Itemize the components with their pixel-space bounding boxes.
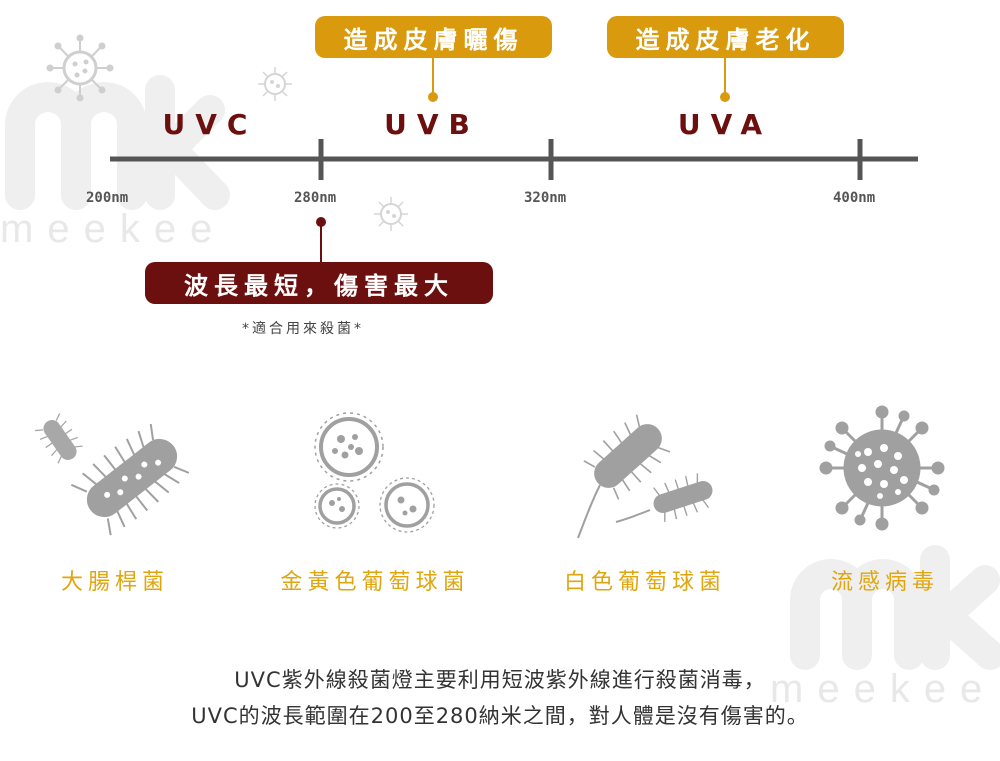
germ-label-staph-albus: 白色葡萄球菌 <box>563 570 726 595</box>
uvc-effect-callout: 波長最短，傷害最大 <box>145 262 493 304</box>
wavelength-label: 400nm <box>833 190 876 206</box>
uvb-effect-callout: 造成皮膚曬傷 <box>315 16 552 58</box>
germ-label-staph-aureus: 金黃色葡萄球菌 <box>280 570 470 595</box>
staphylococcus-aureus-icon <box>314 412 435 533</box>
sterilization-note: *適合用來殺菌* <box>242 321 364 337</box>
callout-connector <box>316 58 730 262</box>
staphylococcus-albus-icon <box>577 414 713 539</box>
uva-effect-callout: 造成皮膚老化 <box>607 16 844 58</box>
germ-label-influenza: 流感病毒 <box>830 570 939 595</box>
wavelength-label: 280nm <box>294 190 337 206</box>
band-label-uva: UVA <box>677 108 773 141</box>
watermark-text: meekee <box>770 667 996 711</box>
band-label-uvc: UVC <box>162 108 258 141</box>
germ-label-e-coli: 大腸桿菌 <box>60 570 169 595</box>
e-coli-icon <box>35 413 190 536</box>
watermark-text: meekee <box>0 207 226 251</box>
spectrum-axis <box>110 139 918 180</box>
mk-logo-icon <box>790 545 1000 670</box>
wavelength-label: 200nm <box>86 190 129 206</box>
virus-icon <box>374 197 408 231</box>
wavelength-label: 320nm <box>524 190 567 206</box>
band-label-uvb: UVB <box>384 108 480 141</box>
virus-icon <box>46 34 114 102</box>
mk-logo-icon <box>4 75 230 210</box>
description-line-1: UVC紫外線殺菌燈主要利用短波紫外線進行殺菌消毒， <box>234 668 766 692</box>
influenza-virus-icon <box>819 405 945 531</box>
virus-icon <box>258 67 292 101</box>
description-line-2: UVC的波長範圍在200至280納米之間，對人體是沒有傷害的。 <box>191 704 809 728</box>
